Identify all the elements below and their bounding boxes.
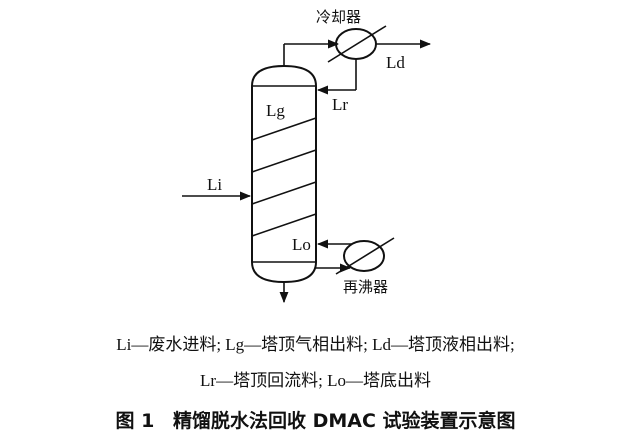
- lo-label: Lo: [292, 235, 311, 254]
- figure-caption: 图 1 精馏脱水法回收 DMAC 试验装置示意图: [0, 406, 631, 433]
- ld-label: Ld: [386, 53, 405, 72]
- column-packing: [251, 117, 317, 237]
- lr-label: Lr: [332, 95, 348, 114]
- reboiler: [335, 237, 395, 275]
- figure-title: 精馏脱水法回收 DMAC 试验装置示意图: [172, 410, 516, 432]
- reflux-line: [316, 59, 357, 95]
- legend-line-1: Li—废水进料; Lg—塔顶气相出料; Ld—塔顶液相出料;: [116, 335, 515, 354]
- distillation-column: [251, 64, 317, 284]
- lg-label: Lg: [266, 101, 285, 120]
- reboiler-label: 再沸器: [343, 278, 388, 296]
- condenser-label: 冷却器: [316, 8, 361, 26]
- figure-number: 图 1: [115, 410, 155, 432]
- vapor-line: [283, 39, 340, 66]
- distillation-diagram: 冷却器 Ld Lr Lg Li Lo 再沸器: [182, 8, 432, 304]
- li-label: Li: [207, 175, 222, 194]
- legend-line-2: Lr—塔顶回流料; Lo—塔底出料: [200, 371, 431, 390]
